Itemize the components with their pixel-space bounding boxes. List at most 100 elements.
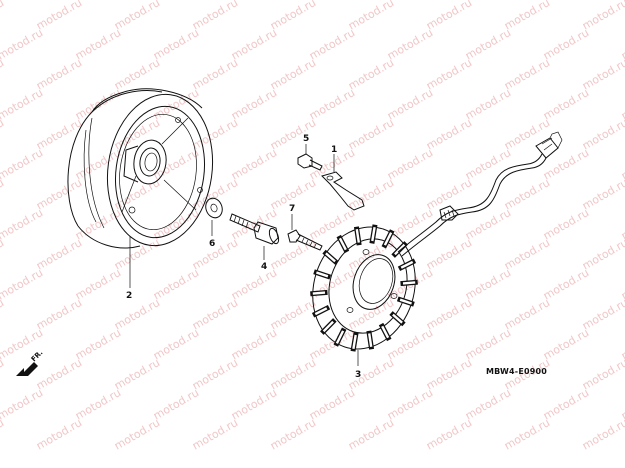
watermark-text: motod.ru	[229, 266, 279, 302]
stator-pole-highlight	[338, 237, 347, 251]
watermark-text: motod.ru	[73, 266, 123, 302]
watermark-text: motod.ru	[229, 26, 279, 62]
stator	[310, 224, 418, 366]
watermark-text: motod.ru	[502, 0, 552, 33]
stator-pole-highlight	[381, 325, 390, 339]
stator-pole-highlight	[394, 243, 406, 256]
watermark-text: motod.ru	[151, 326, 201, 362]
watermark-text: motod.ru	[541, 386, 591, 422]
callout-4: 4	[261, 262, 267, 272]
watermark-text: motod.ru	[0, 146, 45, 182]
watermark-text: motod.ru	[424, 176, 474, 212]
watermark-text: motod.ru	[229, 206, 279, 242]
diagram-code: MBW4-E0900	[486, 367, 547, 376]
watermark-text: motod.ru	[541, 326, 591, 362]
flywheel-bolt	[229, 213, 280, 260]
watermark-text: motod.ru	[424, 56, 474, 92]
clamp-bolt	[297, 144, 323, 171]
watermark-text: motod.ru	[0, 26, 45, 62]
watermark-text: motod.ru	[346, 56, 396, 92]
stator-pole-highlight	[325, 252, 336, 263]
watermark-text: motod.ru	[385, 206, 435, 242]
watermark-text: motod.ru	[346, 356, 396, 392]
watermark-text: motod.ru	[463, 206, 513, 242]
watermark-text: motod.ru	[463, 266, 513, 302]
watermark-text: motod.ru	[463, 86, 513, 122]
watermark-text: motod.ru	[424, 356, 474, 392]
watermark-text: motod.ru	[34, 236, 84, 272]
watermark-text: motod.ru	[190, 296, 240, 332]
watermark-text: motod.ru	[0, 86, 45, 122]
watermark-text: motod.ru	[229, 326, 279, 362]
stator-pole-highlight	[383, 232, 393, 246]
watermark-text: motod.ru	[307, 206, 357, 242]
clamp	[321, 154, 365, 211]
watermark-text: motod.ru	[580, 116, 625, 152]
stator-pole-highlight	[352, 334, 357, 349]
watermark-text: motod.ru	[346, 116, 396, 152]
watermark-text: motod.ru	[268, 0, 318, 33]
watermark-text: motod.ru	[34, 416, 84, 452]
watermark-text: motod.ru	[190, 0, 240, 33]
watermark-text: motod.ru	[385, 146, 435, 182]
watermark-text: motod.ru	[541, 266, 591, 302]
watermark-text: motod.ru	[580, 356, 625, 392]
watermark-text: motod.ru	[580, 416, 625, 452]
stator-pole-highlight	[355, 229, 360, 243]
watermark-text: motod.ru	[190, 416, 240, 452]
direction-label: FR.	[30, 349, 45, 364]
watermark-text: motod.ru	[268, 296, 318, 332]
watermark-text: motod.ru	[73, 206, 123, 242]
watermark-text: motod.ru	[73, 326, 123, 362]
watermark-text: motod.ru	[0, 0, 6, 33]
stator-pole-highlight	[314, 307, 328, 316]
callout-labels: 1 2 3 4 5 6 7	[126, 134, 361, 380]
watermark-text: motod.ru	[112, 116, 162, 152]
watermark-text: motod.ru	[307, 386, 357, 422]
stator-pole-highlight	[322, 320, 334, 333]
watermark-text: motod.ru	[541, 206, 591, 242]
watermark-text: motod.ru	[268, 56, 318, 92]
watermark-text: motod.ru	[190, 176, 240, 212]
watermark-text: motod.ru	[307, 26, 357, 62]
watermark-text: motod.ru	[268, 356, 318, 392]
watermark-text: motod.ru	[190, 56, 240, 92]
watermark-text: motod.ru	[541, 86, 591, 122]
watermark-text: motod.ru	[580, 176, 625, 212]
watermark-text: motod.ru	[112, 0, 162, 33]
callout-7: 7	[289, 204, 295, 214]
watermark-text: motod.ru	[463, 386, 513, 422]
stator-bolt	[287, 214, 323, 251]
flywheel	[67, 88, 214, 288]
watermark-text: motod.ru	[34, 0, 84, 33]
watermark-text: motod.ru	[580, 56, 625, 92]
watermark-text: motod.ru	[0, 206, 45, 242]
watermark-text: motod.ru	[424, 416, 474, 452]
stator-pole-highlight	[402, 281, 416, 285]
watermark-text: motod.ru	[580, 296, 625, 332]
watermark-text: motod.ru	[424, 116, 474, 152]
watermark-text: motod.ru	[502, 176, 552, 212]
washer	[205, 197, 223, 236]
watermark-text: motod.ru	[112, 416, 162, 452]
watermark-text: motod.ru	[190, 116, 240, 152]
watermark-text: motod.ru	[463, 326, 513, 362]
stator-pole-highlight	[400, 260, 414, 269]
watermark-text: motod.ru	[385, 326, 435, 362]
watermark-text: motod.ru	[502, 296, 552, 332]
watermark-text: motod.ru	[0, 0, 45, 3]
watermark-text: motod.ru	[34, 296, 84, 332]
watermark-text: motod.ru	[151, 146, 201, 182]
watermark-text: motod.ru	[73, 26, 123, 62]
watermark-text: motod.ru	[346, 296, 396, 332]
stator-pole-highlight	[316, 271, 329, 278]
watermark-text: motod.ru	[346, 0, 396, 33]
watermark-text: motod.ru	[151, 26, 201, 62]
watermark-text: motod.ru	[502, 416, 552, 452]
watermark-text: motod.ru	[229, 86, 279, 122]
callout-5: 5	[303, 134, 309, 144]
watermark-text: motod.ru	[424, 0, 474, 33]
